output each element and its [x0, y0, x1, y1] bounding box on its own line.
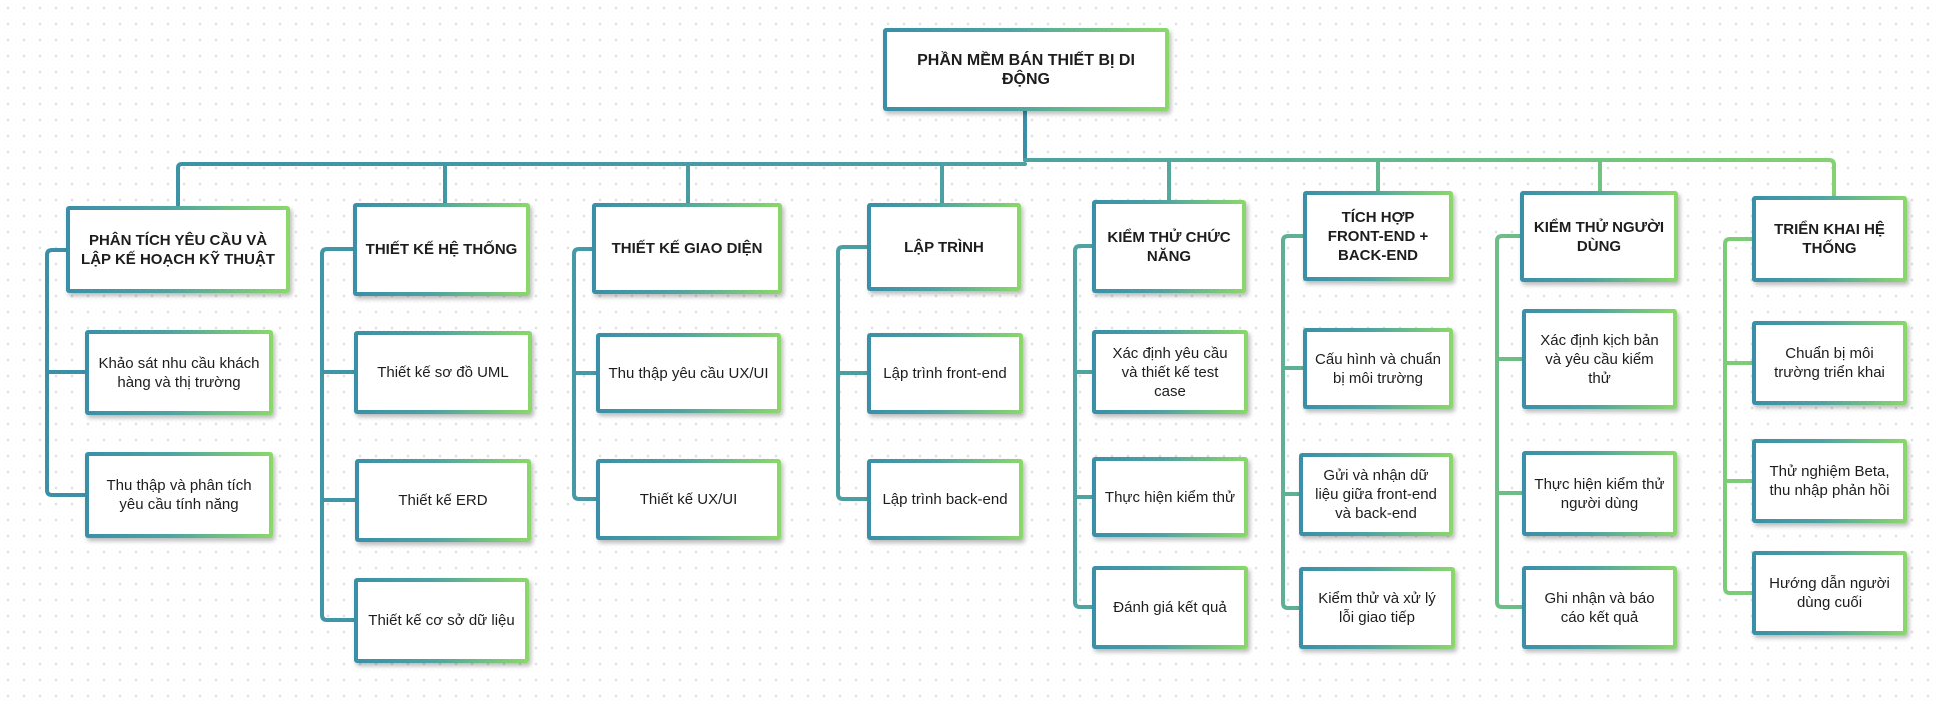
branch-7-bracket-line	[1723, 237, 1772, 595]
branch-1-item-2: Thiết kế cơ sở dữ liệu	[354, 578, 529, 663]
branch-7-item-2: Hướng dẫn người dùng cuối	[1752, 551, 1907, 635]
branch-7-item-1: Thử nghiệm Beta, thu nhập phản hồi	[1752, 439, 1907, 523]
branch-2-item-1: Thiết kế UX/UI	[596, 459, 781, 540]
branch-0-item-1: Thu thập và phân tích yêu cầu tính năng	[85, 452, 273, 538]
branch-3-item-1: Lập trình back-end	[867, 459, 1023, 540]
branch-5-header: TÍCH HỢP FRONT-END + BACK-END	[1303, 191, 1453, 281]
branch-5-item-1: Gửi và nhận dữ liệu giữa front-end và ba…	[1299, 453, 1453, 536]
branch-7-item-0: Chuẩn bị môi trường triển khai	[1752, 321, 1907, 405]
branch-1-item-1: Thiết kế ERD	[355, 459, 531, 542]
branch-4-item-1: Thực hiện kiểm thử	[1092, 457, 1248, 537]
branch-6-header: KIỂM THỬ NGƯỜI DÙNG	[1520, 191, 1678, 282]
branch-5-bracket-line	[1281, 234, 1323, 610]
branch-5-item-0: Cấu hình và chuẩn bị môi trường	[1303, 328, 1453, 409]
branch-4-header: KIỂM THỬ CHỨC NĂNG	[1092, 200, 1246, 293]
branch-1-header: THIẾT KẾ HỆ THỐNG	[353, 203, 530, 296]
branch-0-item-0: Khảo sát nhu cầu khách hàng và thị trườn…	[85, 330, 273, 415]
branch-0-header: PHÂN TÍCH YÊU CẦU VÀ LẬP KẾ HOẠCH KỸ THU…	[66, 206, 290, 293]
root-label: PHẦN MỀM BÁN THIẾT BỊ DI ĐỘNG	[917, 51, 1135, 88]
branch-3-item-0: Lập trình front-end	[867, 333, 1023, 414]
root-node: PHẦN MỀM BÁN THIẾT BỊ DI ĐỘNG	[883, 28, 1169, 111]
branch-4-bracket-line	[1073, 244, 1112, 609]
bus-left-line	[176, 162, 1027, 207]
branch-2-item-0: Thu thập yêu cầu UX/UI	[596, 333, 781, 413]
branch-6-item-2: Ghi nhận và báo cáo kết quả	[1522, 566, 1677, 649]
branch-6-item-1: Thực hiện kiểm thử người dùng	[1522, 451, 1677, 536]
branch-2-header: THIẾT KẾ GIAO DIỆN	[592, 203, 782, 294]
branch-1-bracket-line	[320, 247, 373, 622]
branch-7-header: TRIỂN KHAI HỆ THỐNG	[1752, 196, 1907, 282]
bus-right-line	[1023, 158, 1836, 198]
branch-3-header: LẬP TRÌNH	[867, 203, 1021, 291]
branch-6-bracket-line	[1495, 234, 1540, 609]
branch-1-item-0: Thiết kế sơ đồ UML	[354, 331, 532, 414]
branch-6-item-0: Xác định kịch bản và yêu cầu kiểm thử	[1522, 309, 1677, 409]
branch-4-item-2: Đánh giá kết quả	[1092, 566, 1248, 649]
branch-4-item-0: Xác định yêu cầu và thiết kế test case	[1092, 330, 1248, 414]
branch-5-item-2: Kiểm thử và xử lý lỗi giao tiếp	[1299, 567, 1455, 649]
